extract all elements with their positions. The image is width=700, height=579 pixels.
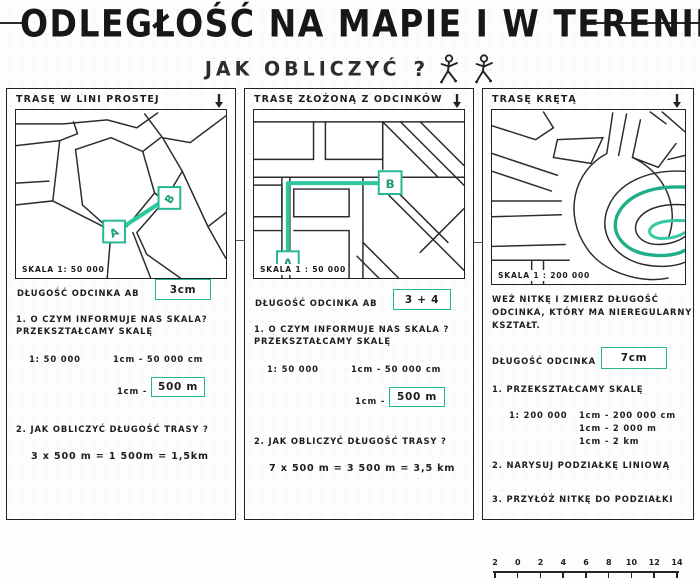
scale-cm-1: 1cm - 50 000 cm bbox=[113, 354, 204, 364]
map-multi-segment-route: A B SKALA 1 : 50 000 bbox=[253, 109, 465, 279]
thread-instruction-text: WEŹ NITKĘ I ZMIERZ DŁUGOŚĆ ODCINKA, KTÓR… bbox=[492, 294, 693, 330]
ruler-tick-label: 2 bbox=[492, 558, 498, 567]
segment-length-value-3: 7cm bbox=[601, 347, 667, 369]
map-scale-label-3: SKALA 1 : 200 000 bbox=[496, 270, 593, 281]
scale-m-label-1: 1cm - bbox=[117, 386, 148, 396]
route-line-green-2 bbox=[285, 181, 391, 263]
step-2-text-col1: 2. JAK OBLICZYĆ DŁUGOŚĆ TRASY ? bbox=[16, 424, 209, 434]
map-svg-1: A B bbox=[16, 112, 226, 278]
scale-cm-2: 1cm - 50 000 cm bbox=[351, 364, 442, 374]
ruler-tick bbox=[630, 571, 633, 578]
column-straight-route: TRASĘ W LINI PROSTEJ bbox=[6, 88, 236, 520]
column-3-heading: TRASĘ KRĘTĄ bbox=[492, 94, 577, 105]
question-mark: ? bbox=[413, 57, 426, 81]
ruler-tick-label: 0 bbox=[514, 558, 521, 567]
scale-conversion-lines-3: 1cm - 200 000 cm 1cm - 2 000 m 1cm - 2 k… bbox=[579, 410, 676, 446]
ruler-tick-label: 10 bbox=[625, 558, 638, 567]
down-arrow-icon-3 bbox=[673, 94, 681, 108]
scale-ratio-1: 1: 50 000 bbox=[29, 354, 81, 364]
calculation-col2: 7 x 500 m = 3 500 m = 3,5 km bbox=[269, 463, 456, 474]
segment-length-label-2: DŁUGOŚĆ ODCINKA AB bbox=[255, 298, 378, 308]
title-rule-left bbox=[0, 22, 26, 24]
walking-person-icon-left bbox=[440, 54, 459, 84]
linear-scale-ruler: 2 0 2 4 6 8 10 12 14 bbox=[491, 555, 687, 579]
ruler-tick bbox=[562, 571, 564, 578]
map-marker-a-1: A bbox=[102, 219, 126, 244]
ruler-tick bbox=[676, 571, 678, 578]
step-1-text-col3: 1. PRZEKSZTAŁCAMY SKALĘ bbox=[492, 384, 644, 394]
ruler-tick-label: 6 bbox=[583, 558, 589, 567]
step-1-text-col2: 1. O CZYM INFORMUJE NAS SKALA ? PRZEKSZT… bbox=[254, 324, 450, 346]
down-arrow-icon-1 bbox=[215, 94, 223, 108]
segment-length-label-1: DŁUGOŚĆ ODCINKA AB bbox=[17, 288, 140, 298]
scale-m-value-2: 500 m bbox=[389, 387, 445, 407]
ruler-tick bbox=[539, 571, 542, 578]
ruler-tick bbox=[516, 571, 519, 578]
column-1-heading: TRASĘ W LINI PROSTEJ bbox=[16, 94, 160, 105]
step-2-text-col2: 2. JAK OBLICZYĆ DŁUGOŚĆ TRASY ? bbox=[254, 436, 447, 446]
map-straight-route: A B SKALA 1: 50 000 bbox=[15, 109, 227, 279]
ruler-tick-label: 2 bbox=[537, 558, 544, 567]
route-line-green-3 bbox=[613, 185, 685, 258]
column-multi-segment-route: TRASĘ ZŁOŻONĄ Z ODCINKÓW bbox=[244, 88, 474, 520]
ruler-tick bbox=[494, 571, 496, 578]
ruler-tick-label: 4 bbox=[560, 558, 567, 567]
step-2-text-col3: 2. NARYSUJ PODZIAŁKĘ LINIOWĄ bbox=[492, 460, 670, 470]
down-arrow-icon-2 bbox=[453, 94, 461, 108]
step-3-text-col3: 3. PRZYŁÓŻ NITKĘ DO PODZIAŁKI bbox=[492, 494, 674, 504]
segment-length-value-1: 3cm bbox=[155, 279, 211, 300]
column-2-heading: TRASĘ ZŁOŻONĄ Z ODCINKÓW bbox=[254, 94, 443, 105]
svg-text:A: A bbox=[283, 256, 293, 270]
gutter-tick-left bbox=[236, 240, 245, 242]
ruler-tick-label: 8 bbox=[605, 558, 612, 567]
ruler-tick bbox=[607, 571, 610, 578]
scale-m-value-1: 500 m bbox=[151, 377, 205, 397]
page-subtitle: JAK OBLICZYĆ bbox=[204, 57, 401, 81]
scale-m-label-2: 1cm - bbox=[355, 396, 386, 406]
gutter-tick-right bbox=[474, 242, 483, 244]
map-scale-label-2: SKALA 1 : 50 000 bbox=[258, 264, 349, 275]
title-rule-right bbox=[582, 22, 700, 24]
ruler-tick bbox=[653, 571, 655, 578]
svg-text:B: B bbox=[386, 177, 395, 191]
ruler-tick-label: 12 bbox=[648, 558, 660, 567]
map-marker-b-1: B bbox=[157, 186, 182, 210]
column-winding-route: TRASĘ KRĘTĄ bbox=[482, 88, 694, 578]
walking-person-icon-right bbox=[475, 54, 494, 84]
map-winding-route: SKALA 1 : 200 000 bbox=[491, 109, 686, 285]
scale-ratio-3: 1: 200 000 bbox=[509, 410, 568, 420]
map-svg-2: A B bbox=[254, 121, 464, 278]
map-marker-b-2: B bbox=[377, 170, 403, 195]
page-header: ODLEGŁOŚĆ NA MAPIE I W TERENIE JAK OBLIC… bbox=[0, 0, 700, 88]
segment-length-label-3: DŁUGOŚĆ ODCINKA bbox=[492, 356, 596, 366]
map-svg-3 bbox=[492, 111, 685, 284]
segment-length-value-2: 3 + 4 bbox=[393, 289, 451, 310]
map-scale-label-1: SKALA 1: 50 000 bbox=[20, 264, 107, 275]
subtitle-row: JAK OBLICZYĆ ? bbox=[0, 54, 700, 84]
ruler-tick-label: 14 bbox=[671, 558, 683, 567]
calculation-col1: 3 x 500 m = 1 500m = 1,5km bbox=[31, 451, 209, 462]
step-1-text-col1: 1. O CZYM INFORMUJE NAS SKALA? PRZEKSZTA… bbox=[16, 314, 208, 336]
scale-ratio-2: 1: 50 000 bbox=[267, 364, 319, 374]
ruler-tick bbox=[585, 571, 587, 578]
page-title: ODLEGŁOŚĆ NA MAPIE I W TERENIE bbox=[20, 2, 700, 46]
